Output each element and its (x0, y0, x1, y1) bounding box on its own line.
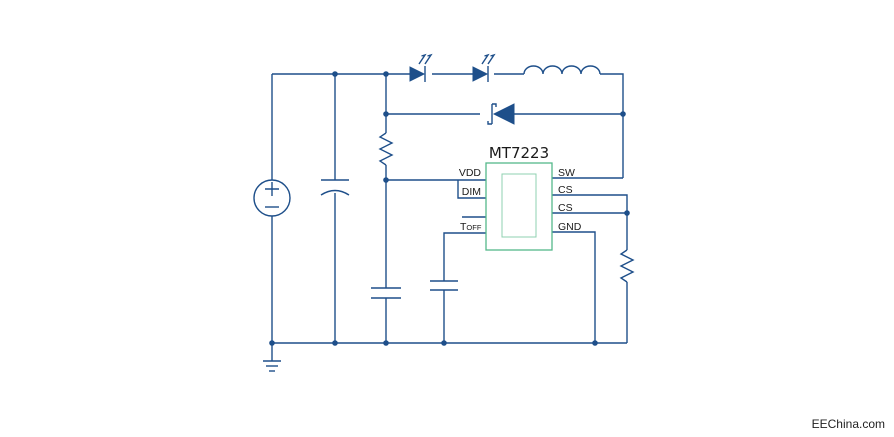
voltage-source-symbol (253, 179, 291, 217)
input-capacitor-symbol (320, 179, 350, 196)
inductor-symbol (523, 65, 601, 75)
ground-symbol (263, 360, 281, 372)
pin-label-vdd: VDD (459, 167, 482, 179)
pin-label-cs-1: CS (558, 184, 573, 196)
pin-label-toff-main: T (460, 221, 467, 233)
pin-label-dim: DIM (462, 186, 481, 198)
junction-dots (269, 71, 630, 346)
ic-part-number: MT7223 (489, 144, 549, 162)
pin-label-cs-2: CS (558, 202, 573, 214)
ic-inner-die (501, 173, 537, 238)
pin-labels: VDD DIM TOFF SW CS CS GND (459, 167, 582, 233)
ic-package: MT7223 (485, 144, 553, 251)
sense-resistor-symbol (619, 249, 635, 283)
pin-label-sw: SW (558, 167, 575, 179)
pin-label-toff: TOFF (460, 221, 482, 233)
vdd-capacitor-symbol (371, 287, 401, 299)
schottky-diode-symbol (487, 103, 515, 125)
wires (271, 73, 628, 361)
vdd-resistor-symbol (378, 132, 394, 166)
led-2-symbol (472, 53, 496, 82)
pin-label-toff-sub: OFF (466, 223, 481, 232)
led-1-symbol (409, 53, 433, 82)
watermark-text: EEChina.com (812, 417, 885, 431)
toff-capacitor-symbol (430, 280, 458, 291)
pin-label-gnd: GND (558, 221, 582, 233)
